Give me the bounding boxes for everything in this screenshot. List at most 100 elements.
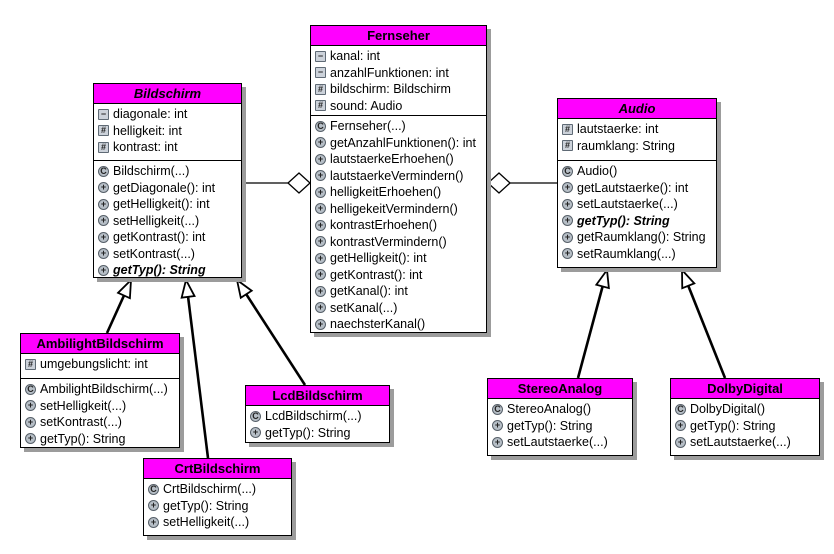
method-row[interactable]: +naechsterKanal() [313,316,484,332]
method-row[interactable]: +setKontrast(...) [23,414,177,431]
method-row[interactable]: +getKanal(): int [313,283,484,300]
method-row[interactable]: + getTyp(): String [673,418,817,435]
member-label: helligkeitErhoehen() [330,185,442,200]
plus-circle-icon: + [562,231,573,243]
method-row[interactable]: +getDiagonale(): int [96,180,239,197]
aggregation-diamond-icon[interactable] [487,172,511,194]
generalization-arrow-crtbildschirm[interactable] [180,277,210,459]
method-row[interactable]: +getAnzahlFunktionen(): int [313,135,484,152]
class-audio[interactable]: Audio#lautstaerke: int#raumklang: String… [557,98,717,268]
attribute-row[interactable]: #raumklang: String [560,138,714,155]
generalization-arrow-lcdbildschirm[interactable] [235,277,307,386]
method-row[interactable]: +kontrastErhoehen() [313,217,484,234]
plus-circle-icon: + [315,219,326,231]
attribute-row[interactable]: #kontrast: int [96,139,239,156]
c-circle-icon: C [315,120,326,132]
method-row[interactable]: +setLautstaerke(...) [490,434,630,451]
method-row[interactable]: +getTyp(): String [146,498,289,515]
method-row[interactable]: +kontrastVermindern() [313,234,484,251]
method-row[interactable]: +getKontrast(): int [313,267,484,284]
method-row[interactable]: +setRaumklang(...) [560,246,714,263]
method-row[interactable]: + helligekeitVermindern() [313,201,484,218]
method-row[interactable]: +setHelligkeit(...) [96,213,239,230]
method-row[interactable]: +getTyp(): String [560,213,714,230]
c-circle-icon: C [250,410,261,422]
class-fernseher[interactable]: Fernseher−kanal: int−anzahlFunktionen: i… [310,25,487,333]
member-label: helligkeit: int [113,123,182,138]
method-row[interactable]: +setLautstaerke(...) [560,196,714,213]
plus-circle-icon: + [315,203,326,215]
generalization-arrow-ambilightbildschirm[interactable] [105,277,133,334]
attribute-row[interactable]: −anzahlFunktionen: int [313,65,484,82]
class-title-lcd-bildschirm: LcdBildschirm [246,386,389,406]
method-row[interactable]: +getLautstaerke(): int [560,180,714,197]
method-row[interactable]: + getRaumklang(): String [560,229,714,246]
generalization-arrow-stereoanalog[interactable] [576,267,610,379]
plus-circle-icon: + [98,182,109,194]
attribute-row[interactable]: #bildschirm: Bildschirm [313,81,484,98]
method-row[interactable]: +getTyp(): String [23,431,177,448]
member-label: StereoAnalog() [507,402,592,417]
member-label: setKanal(...) [330,300,398,315]
method-row[interactable]: +getHelligkeit(): int [96,196,239,213]
member-label: getTyp(): String [690,418,776,433]
member-label: setLautstaerke(...) [577,197,678,212]
plus-circle-icon: + [315,302,326,314]
attribute-row[interactable]: −kanal: int [313,48,484,65]
member-label: getTyp(): String [577,213,670,228]
member-label: setHelligkeit(...) [40,398,127,413]
method-row[interactable]: +getTyp(): String [96,262,239,277]
member-label: setHelligkeit(...) [113,213,200,228]
aggregation-diamond-icon[interactable] [287,172,311,194]
method-row[interactable]: +getHelligkeit(): int [313,250,484,267]
member-label: setLautstaerke(...) [690,435,791,450]
attribute-row[interactable]: #lautstaerke: int [560,121,714,138]
attribute-row[interactable]: #sound: Audio [313,98,484,115]
attribute-row[interactable]: #helligkeit: int [96,123,239,140]
member-label: getTyp(): String [113,263,206,277]
member-label: getRaumklang(): String [577,230,706,245]
method-row[interactable]: +helligkeitErhoehen() [313,184,484,201]
generalization-arrow-dolbydigital[interactable] [680,267,727,379]
method-row[interactable]: +getKontrast(): int [96,229,239,246]
plus-circle-icon: + [675,420,686,432]
class-title-crt-bildschirm: CrtBildschirm [144,459,291,479]
method-row[interactable]: +setHelligkeit(...) [146,514,289,531]
method-row[interactable]: +lautstaerkeVermindern() [313,168,484,185]
attribute-row[interactable]: −diagonale: int [96,106,239,123]
member-label: helligekeitVermindern() [330,201,458,216]
method-row[interactable]: + setKanal(...) [313,300,484,317]
attribute-row[interactable]: #umgebungslicht: int [23,356,177,373]
member-label: getKanal(): int [330,284,408,299]
method-row[interactable]: +setHelligkeit(...) [23,398,177,415]
member-label: diagonale: int [113,107,188,122]
method-row[interactable]: +setLautstaerke(...) [673,434,817,451]
method-row[interactable]: +lautstaerkeErhoehen() [313,151,484,168]
member-label: Audio() [577,164,618,179]
method-row[interactable]: +getTyp(): String [490,418,630,435]
class-bildschirm[interactable]: Bildschirm−diagonale: int#helligkeit: in… [93,83,242,278]
method-row[interactable]: +getTyp(): String [248,425,387,442]
class-title-ambilight-bildschirm: AmbilightBildschirm [21,334,179,354]
member-label: lautstaerkeVermindern() [330,168,464,183]
plus-circle-icon: + [98,248,109,260]
method-row[interactable]: +setKontrast(...) [96,246,239,263]
